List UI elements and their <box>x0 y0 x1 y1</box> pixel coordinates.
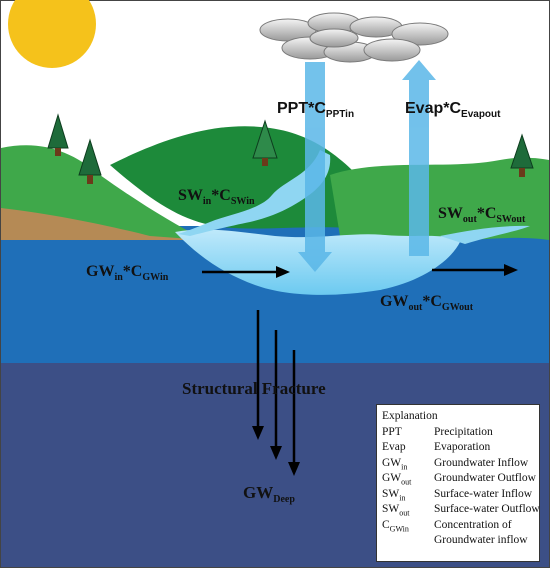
legend-item: GWin Groundwater Inflow <box>382 456 535 472</box>
evaporation-arrow <box>402 60 436 256</box>
tree-icon <box>47 113 69 156</box>
legend-title: Explanation <box>382 410 438 422</box>
legend-abbr: GWin <box>382 456 408 471</box>
legend-abbr: CGWin <box>382 518 409 533</box>
fracture-arrow <box>252 310 264 440</box>
sun-icon <box>8 0 96 68</box>
legend-abbr: PPT <box>382 425 402 438</box>
ppt-label: PPT*CPPTin <box>277 100 354 120</box>
sw-in-label: SWin*CSWin <box>178 187 255 207</box>
legend-item: SWout Surface-water Outflow <box>382 502 540 518</box>
soil-strip <box>1 200 200 240</box>
tree-icon <box>510 133 534 177</box>
gw-out-label: GWout*CGWout <box>380 293 474 313</box>
legend-item: SWin Surface-water Inflow <box>382 487 535 503</box>
gw-outflow-arrow <box>432 264 518 276</box>
tree-icon <box>78 138 102 184</box>
outflow-stream <box>440 225 530 244</box>
legend-desc: Groundwater Outflow <box>434 472 536 484</box>
legend-item: PPT Precipitation <box>382 425 535 441</box>
gw-inflow-arrow <box>202 266 290 278</box>
left-hill <box>1 145 205 240</box>
inflow-stream <box>178 150 331 236</box>
legend-item: GWout Groundwater Outflow <box>382 471 536 487</box>
tree-icon <box>252 119 278 166</box>
legend-abbr: SWin <box>382 487 406 502</box>
fracture-arrow <box>270 330 282 460</box>
legend-item: Evap Evaporation <box>382 440 535 456</box>
legend-desc: Surface-water Inflow <box>434 487 533 500</box>
structural-fracture-label: Structural Fracture <box>182 379 326 398</box>
legend-continuation: Groundwater inflow <box>434 534 528 546</box>
evap-label: Evap*CEvapout <box>405 100 501 120</box>
sw-out-label: SWout*CSWout <box>438 205 526 225</box>
legend-abbr: GWout <box>382 472 412 487</box>
legend-desc: Surface-water Outflow <box>434 503 540 515</box>
right-hill <box>330 157 549 245</box>
legend-abbr: Evap <box>382 441 406 453</box>
gw-in-label: GWin*CGWin <box>86 263 169 283</box>
legend-desc: Precipitation <box>434 425 493 438</box>
gw-deep-label: GWDeep <box>243 483 295 505</box>
precipitation-arrow <box>298 62 332 272</box>
legend-item: CGWin Concentration of <box>382 518 535 534</box>
fracture-arrow <box>288 350 300 476</box>
legend-desc: Concentration of <box>434 518 512 531</box>
legend-desc: Groundwater Inflow <box>434 456 529 469</box>
cloud-icon <box>259 12 449 63</box>
legend-desc: Evaporation <box>434 441 491 453</box>
legend-abbr: SWout <box>382 503 410 518</box>
